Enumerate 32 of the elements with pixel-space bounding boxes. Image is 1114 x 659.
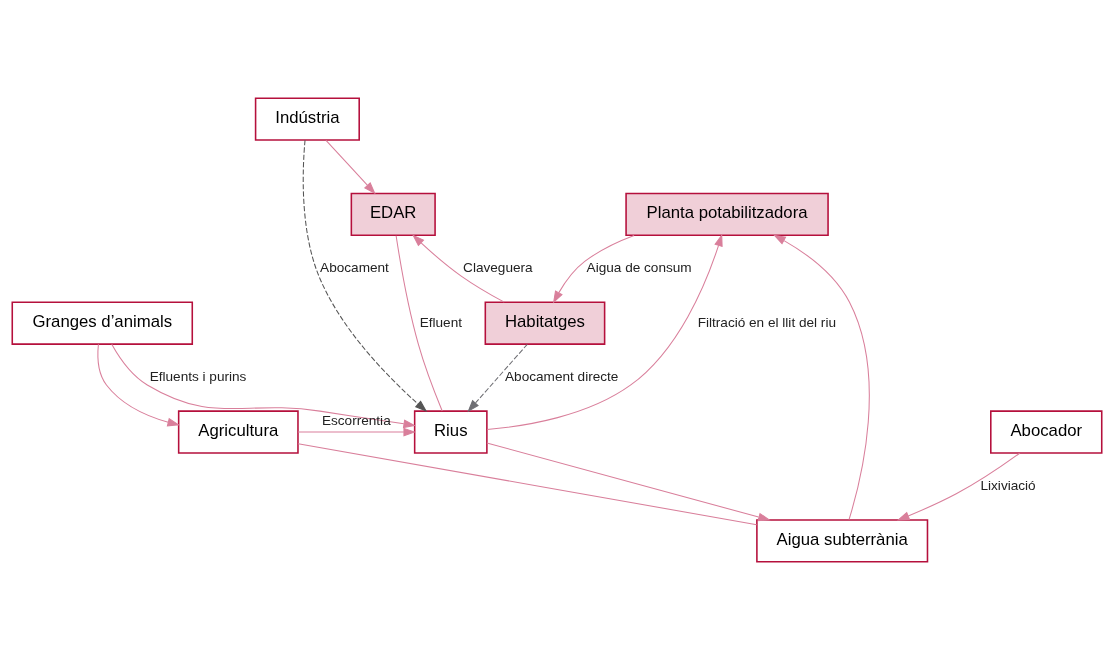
edge-label: Aigua de consum (586, 259, 692, 275)
arrow (297, 427, 417, 436)
node-box: Rius (413, 409, 488, 454)
node-box: Aigua subterrània (756, 518, 929, 563)
arrow (111, 343, 416, 428)
connector (297, 442, 758, 525)
node-box: EDAR (350, 192, 436, 236)
edge-label: Escorrentia (321, 412, 391, 428)
arrow (486, 441, 771, 521)
edge-label: Filtració en el llit del riu (697, 314, 836, 330)
arrow (412, 233, 505, 303)
edge-label: Abocament (320, 259, 389, 275)
edge-label: Abocament directe (505, 368, 619, 384)
arrow (325, 139, 376, 194)
arrow (97, 343, 180, 426)
arrow (302, 139, 428, 412)
edge-label: Efluent (419, 314, 462, 330)
edge-label: Lixiviació (980, 477, 1036, 493)
node-box: Planta potabilitzadora (625, 192, 829, 236)
arrow (896, 452, 1021, 520)
node-box: Abocador (990, 409, 1103, 454)
node-box: Indústria (254, 96, 360, 141)
arrow (467, 343, 528, 412)
edge-label: Claveguera (463, 259, 533, 275)
arrow (773, 234, 870, 520)
node-box: Agricultura (177, 409, 299, 454)
node-box: Granges d’animals (11, 301, 194, 345)
node-box: Habitatges (484, 301, 606, 345)
edge-label: Efluents i purins (149, 368, 247, 384)
connector (395, 234, 443, 411)
arrow (552, 234, 635, 303)
arrow (486, 233, 723, 430)
